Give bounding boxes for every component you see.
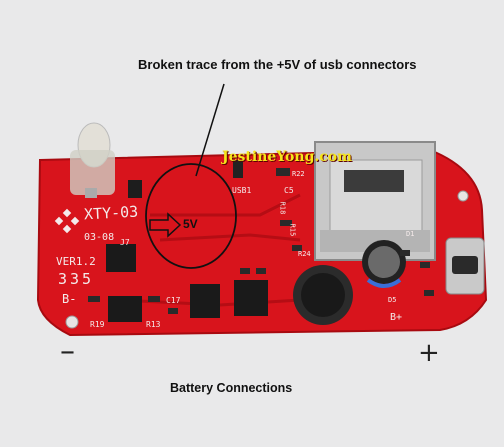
inductor: [293, 265, 353, 325]
transistor-chip: [128, 180, 142, 198]
led-component: [70, 122, 115, 198]
mount-hole-left: [65, 315, 79, 329]
top-caption: Broken trace from the +5V of usb connect…: [138, 57, 417, 72]
highlight-circle: [145, 163, 237, 269]
diode-chip: [190, 284, 220, 318]
ic-chip-center: [234, 280, 268, 316]
plus-sign: +: [418, 338, 440, 368]
micro-usb-port: [445, 237, 485, 295]
watermark: JestineYong.com: [222, 149, 352, 165]
smd-passives: [88, 168, 434, 314]
usb-connector: [314, 141, 436, 261]
ic-chip-left-upper: [106, 244, 136, 272]
bottom-caption: Battery Connections: [170, 381, 293, 395]
minus-sign: –: [60, 334, 75, 369]
pointer-line: [195, 83, 225, 177]
small-resistor: [233, 160, 243, 178]
arrow-shape: [149, 212, 182, 238]
capacitor: [362, 240, 406, 288]
voltage-tag: 5V: [183, 217, 198, 231]
board-logo: [54, 208, 80, 234]
mount-hole-right: [457, 190, 469, 202]
ic-chip-left-lower: [108, 296, 142, 322]
